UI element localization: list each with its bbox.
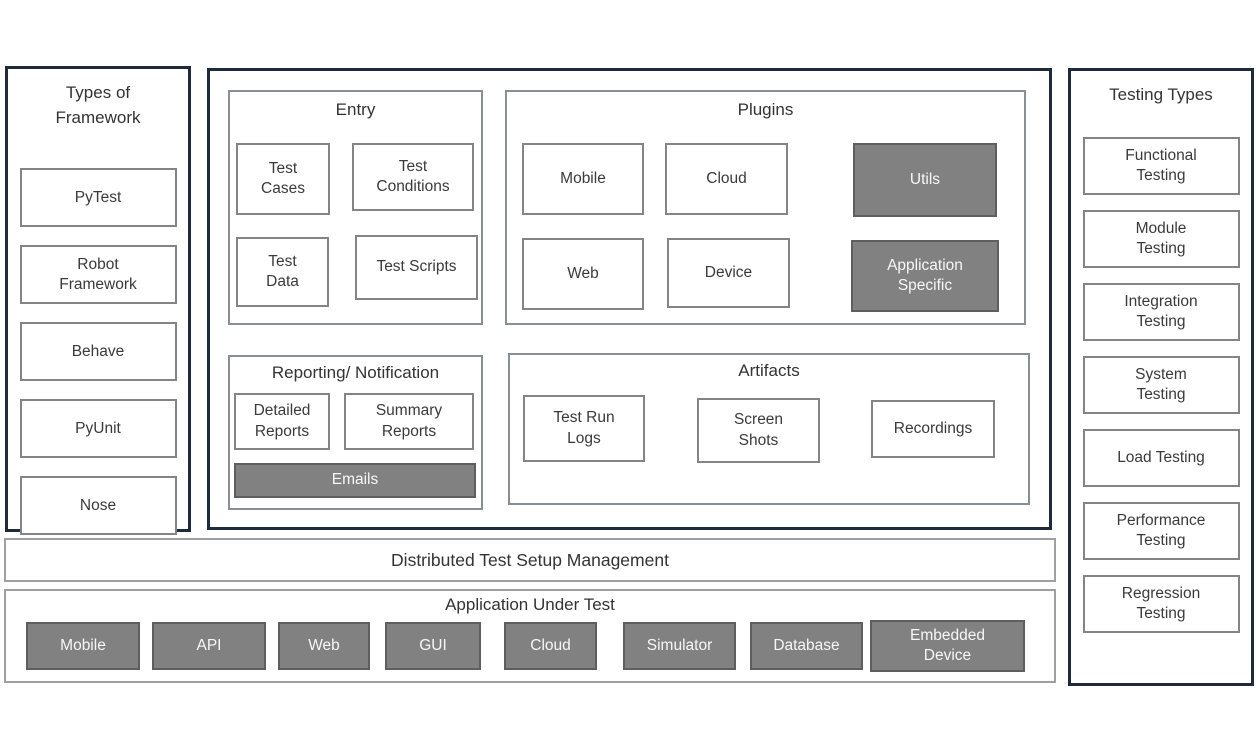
plugins-box-utils: Utils <box>853 143 997 217</box>
plugins-section-title: Plugins <box>737 100 794 119</box>
plugins-box-cloud: Cloud <box>665 143 788 215</box>
testing-box-load: Load Testing <box>1082 428 1240 487</box>
aut-box-embedded-device: Embedded Device <box>870 620 1025 672</box>
entry-box-test-scripts: Test Scripts <box>355 235 478 300</box>
application-under-test-panel: Application Under Test Mobile API Web GU… <box>4 589 1056 683</box>
entry-box-test-cases: Test Cases <box>236 143 330 215</box>
framework-box-behave: Behave <box>19 322 177 382</box>
framework-box-robot-framework: Robot Framework <box>19 245 177 305</box>
types-of-framework-title: Types of Framework <box>55 83 141 127</box>
plugins-box-web: Web <box>522 238 644 310</box>
aut-box-simulator: Simulator <box>623 622 736 670</box>
testing-box-regression: Regression Testing <box>1082 574 1240 633</box>
aut-box-web: Web <box>278 622 370 670</box>
distributed-bar-label: Distributed Test Setup Management <box>391 549 669 570</box>
testing-box-system: System Testing <box>1082 355 1240 414</box>
reporting-notification-section: Reporting/ Notification Detailed Reports… <box>228 355 483 510</box>
core-framework-panel: Entry Test Cases Test Conditions Test Da… <box>207 68 1052 530</box>
plugins-section: Plugins Mobile Cloud Utils Web Device Ap… <box>505 90 1026 325</box>
framework-box-pytest: PyTest <box>19 168 177 228</box>
reporting-box-summary-reports: Summary Reports <box>344 393 474 450</box>
testing-types-column: Testing Types Functional Testing Module … <box>1071 71 1251 633</box>
testing-box-performance: Performance Testing <box>1082 501 1240 560</box>
distributed-test-setup-management-bar: Distributed Test Setup Management <box>4 538 1056 582</box>
framework-box-nose: Nose <box>19 476 177 536</box>
entry-box-test-conditions: Test Conditions <box>352 143 474 211</box>
aut-box-gui: GUI <box>385 622 481 670</box>
types-of-framework-column: Types of Framework PyTest Robot Framewor… <box>8 69 188 536</box>
testing-box-module: Module Testing <box>1082 209 1240 268</box>
artifacts-section: Artifacts Test Run Logs Screen Shots Rec… <box>508 353 1030 505</box>
aut-box-database: Database <box>750 622 863 670</box>
artifacts-box-recordings: Recordings <box>871 400 995 458</box>
plugins-box-application-specific: Application Specific <box>851 240 999 312</box>
artifacts-box-screen-shots: Screen Shots <box>697 398 820 463</box>
testing-types-panel: Testing Types Functional Testing Module … <box>1068 68 1254 686</box>
plugins-box-device: Device <box>667 238 790 308</box>
artifacts-section-title: Artifacts <box>738 361 800 380</box>
reporting-box-detailed-reports: Detailed Reports <box>234 393 330 450</box>
application-under-test-title: Application Under Test <box>445 595 615 614</box>
entry-section: Entry Test Cases Test Conditions Test Da… <box>228 90 483 325</box>
reporting-section-title: Reporting/ Notification <box>271 363 440 382</box>
plugins-box-mobile: Mobile <box>522 143 644 215</box>
artifacts-box-test-run-logs: Test Run Logs <box>523 395 645 462</box>
aut-box-cloud: Cloud <box>504 622 597 670</box>
types-of-framework-panel: Types of Framework PyTest Robot Framewor… <box>5 66 191 536</box>
testing-box-functional: Functional Testing <box>1082 136 1240 195</box>
framework-box-pyunit: PyUnit <box>19 399 177 459</box>
aut-box-mobile: Mobile <box>26 622 140 670</box>
testing-types-title: Testing Types <box>1109 85 1213 104</box>
entry-box-test-data: Test Data <box>236 237 329 307</box>
aut-box-api: API <box>152 622 266 670</box>
testing-box-integration: Integration Testing <box>1082 282 1240 341</box>
reporting-box-emails: Emails <box>234 463 476 498</box>
entry-section-title: Entry <box>335 100 376 119</box>
